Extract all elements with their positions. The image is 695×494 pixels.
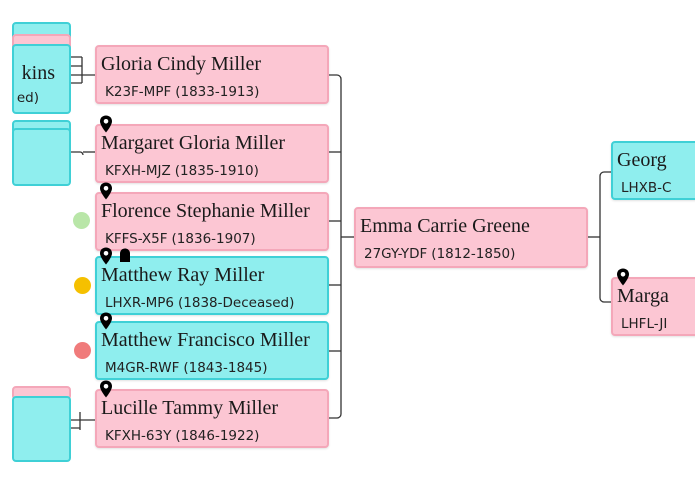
status-dot-green [73, 212, 90, 229]
person-name: Margaret Gloria Miller [101, 132, 286, 154]
stub-sub-fragment: ed) [16, 90, 39, 106]
person-details: KFFS-X5F(1836-1907) [105, 231, 256, 247]
person-name: Emma Carrie Greene [360, 215, 530, 237]
stub-card-spouse[interactable]: kins ed) [12, 44, 71, 114]
person-card-father[interactable]: Georg LHXB-C [611, 141, 695, 200]
person-details: K23F-MPF(1833-1913) [105, 84, 260, 100]
location-pin-icon[interactable] [99, 380, 113, 398]
person-card-focus-emma[interactable]: Emma Carrie Greene 27GY-YDF(1812-1850) [354, 207, 588, 268]
location-pin-icon[interactable] [99, 247, 113, 265]
person-name: Florence Stephanie Miller [101, 200, 310, 222]
person-card-matthew-francisco[interactable]: Matthew Francisco Miller M4GR-RWF(1843-1… [95, 321, 329, 380]
person-name: Matthew Ray Miller [101, 264, 265, 286]
person-name: Matthew Francisco Miller [101, 329, 310, 351]
person-card-florence[interactable]: Florence Stephanie Miller KFFS-X5F(1836-… [95, 192, 329, 251]
person-name: Georg [617, 149, 667, 171]
person-details: M4GR-RWF(1843-1845) [105, 360, 268, 376]
person-details: LHXB-C [621, 180, 672, 196]
person-name: Gloria Cindy Miller [101, 53, 261, 75]
person-card-matthew-ray[interactable]: Matthew Ray Miller LHXR-MP6(1838-Decease… [95, 256, 329, 315]
person-name: Lucille Tammy Miller [101, 397, 279, 419]
stub-name-fragment: kins [21, 62, 55, 84]
stub-card-2b[interactable] [12, 128, 71, 186]
person-details: LHXR-MP6(1838-Deceased) [105, 295, 295, 311]
location-pin-icon[interactable] [99, 312, 113, 330]
stub-card-3b[interactable] [12, 396, 71, 462]
status-dot-red [74, 342, 91, 359]
person-details: KFXH-63Y(1846-1922) [105, 428, 260, 444]
person-details: 27GY-YDF(1812-1850) [364, 246, 516, 262]
person-details: KFXH-MJZ(1835-1910) [105, 163, 259, 179]
location-pin-icon[interactable] [616, 268, 630, 286]
person-card-gloria[interactable]: Gloria Cindy Miller K23F-MPF(1833-1913) [95, 45, 329, 104]
person-details: LHFL-JI [621, 316, 668, 332]
status-dot-yellow [74, 277, 91, 294]
person-card-margaret[interactable]: Margaret Gloria Miller KFXH-MJZ(1835-191… [95, 124, 329, 183]
location-pin-icon[interactable] [99, 115, 113, 133]
tombstone-icon[interactable] [119, 248, 131, 262]
location-pin-icon[interactable] [99, 182, 113, 200]
person-name: Marga [617, 285, 669, 307]
person-card-lucille[interactable]: Lucille Tammy Miller KFXH-63Y(1846-1922) [95, 389, 329, 448]
person-card-mother[interactable]: Marga LHFL-JI [611, 277, 695, 336]
